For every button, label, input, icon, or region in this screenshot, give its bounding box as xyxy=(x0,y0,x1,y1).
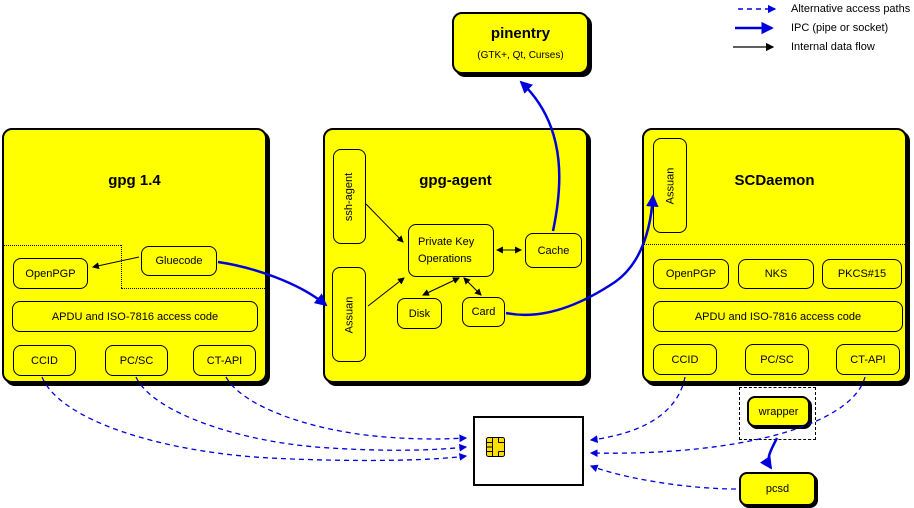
alt-scdaemon-ccid-to-smartcard xyxy=(589,376,686,444)
ipc-wrapper-to-pcsd xyxy=(759,437,779,470)
scdaemon-ctapi-box: CT-API xyxy=(836,344,900,375)
gpg14-ccid-label: CCID xyxy=(31,354,58,367)
private-key-operations-line2: Operations xyxy=(418,252,472,265)
gpg14-title: gpg 1.4 xyxy=(108,172,161,189)
scdaemon-assuan-box: Assuan xyxy=(653,138,687,233)
wrapper-optional-region: wrapper xyxy=(739,387,816,440)
gpg14-ctapi-box: CT-API xyxy=(193,345,256,376)
gpg14-box: gpg 1.4 OpenPGP Gluecode APDU and ISO-78… xyxy=(2,128,267,383)
scdaemon-dotted-separator xyxy=(644,244,905,245)
scdaemon-openpgp-box: OpenPGP xyxy=(653,259,729,289)
card-label: Card xyxy=(471,306,496,318)
legend-internal-data-flow: Internal data flow xyxy=(791,41,875,53)
gpg14-ccid-box: CCID xyxy=(13,345,76,376)
gpg-agent-title: gpg-agent xyxy=(419,172,492,189)
scdaemon-pcsc-box: PC/SC xyxy=(745,344,809,375)
scdaemon-title: SCDaemon xyxy=(734,172,815,189)
smartcard xyxy=(473,416,584,486)
scdaemon-ccid-box: CCID xyxy=(653,344,717,375)
private-key-operations-line1: Private Key xyxy=(418,235,475,248)
alt-gpg14-ctapi-to-smartcard xyxy=(225,376,468,443)
scdaemon-apdu-label: APDU and ISO-7816 access code xyxy=(694,310,862,323)
scdaemon-openpgp-label: OpenPGP xyxy=(665,268,717,280)
alternative-access-paths-icon xyxy=(738,4,777,14)
gpg-agent-assuan-label: Assuan xyxy=(343,296,356,333)
scdaemon-nks-box: NKS xyxy=(738,259,814,289)
gpg14-apdu-box: APDU and ISO-7816 access code xyxy=(12,301,258,332)
scdaemon-ctapi-label: CT-API xyxy=(850,353,886,366)
internal-data-flow-icon xyxy=(733,42,775,52)
gpg14-ctapi-label: CT-API xyxy=(206,354,243,367)
cache-box: Cache xyxy=(525,233,582,268)
gpg14-openpgp-label: OpenPGP xyxy=(25,267,76,280)
gpg14-dotted-separator-top xyxy=(4,245,121,246)
scdaemon-apdu-box: APDU and ISO-7816 access code xyxy=(653,301,903,332)
pcsd-box: pcsd xyxy=(739,472,816,506)
scdaemon-pcsc-label: PC/SC xyxy=(760,353,794,366)
wrapper-box: wrapper xyxy=(747,396,810,427)
alt-scdaemon-ctapi-to-smartcard xyxy=(589,376,866,458)
scdaemon-pkcs15-box: PKCS#15 xyxy=(822,259,902,289)
gpg-agent-ssh-agent-box: ssh-agent xyxy=(333,149,366,244)
gpg14-pcsc-label: PC/SC xyxy=(119,354,154,367)
pinentry-subtitle: (GTK+, Qt, Curses) xyxy=(477,50,564,61)
gpg14-gluecode-label: Gluecode xyxy=(155,255,203,267)
scdaemon-pkcs15-label: PKCS#15 xyxy=(837,268,887,280)
scdaemon-assuan-label: Assuan xyxy=(664,167,677,204)
gpg14-dotted-separator-bottom xyxy=(121,288,265,289)
wrapper-label: wrapper xyxy=(758,405,799,418)
pinentry-box: pinentry (GTK+, Qt, Curses) xyxy=(452,12,589,74)
gpg14-apdu-label: APDU and ISO-7816 access code xyxy=(51,310,219,323)
gpg14-pcsc-box: PC/SC xyxy=(105,345,168,376)
gpg-agent-box: gpg-agent ssh-agent Assuan Private Key O… xyxy=(323,128,588,383)
disk-box: Disk xyxy=(397,298,442,329)
ssh-agent-label: ssh-agent xyxy=(343,172,356,221)
scdaemon-nks-label: NKS xyxy=(764,268,788,280)
gpg14-openpgp-box: OpenPGP xyxy=(13,258,88,289)
pcsd-label: pcsd xyxy=(765,483,790,495)
alt-gpg14-ccid-to-smartcard xyxy=(41,376,468,462)
ipc-arrow-icon xyxy=(735,21,774,35)
pinentry-title: pinentry xyxy=(490,25,551,42)
card-box: Card xyxy=(462,297,505,327)
legend-alternative-access-paths: Alternative access paths xyxy=(791,3,911,15)
legend-ipc: IPC (pipe or socket) xyxy=(791,22,889,34)
private-key-operations-box: Private Key Operations xyxy=(408,224,494,277)
alt-pcsd-to-smartcard xyxy=(589,464,737,490)
gpg14-dotted-separator-vertical xyxy=(121,245,122,288)
gpg14-gluecode-box: Gluecode xyxy=(141,246,217,276)
smartcard-chip-icon xyxy=(486,437,505,457)
disk-label: Disk xyxy=(408,307,431,320)
scdaemon-box: SCDaemon Assuan OpenPGP NKS PKCS#15 APDU… xyxy=(642,128,907,383)
alt-gpg14-pcsc-to-smartcard xyxy=(135,376,468,452)
gpg-agent-assuan-box: Assuan xyxy=(332,267,366,362)
scdaemon-ccid-label: CCID xyxy=(671,353,699,366)
cache-label: Cache xyxy=(537,244,570,257)
